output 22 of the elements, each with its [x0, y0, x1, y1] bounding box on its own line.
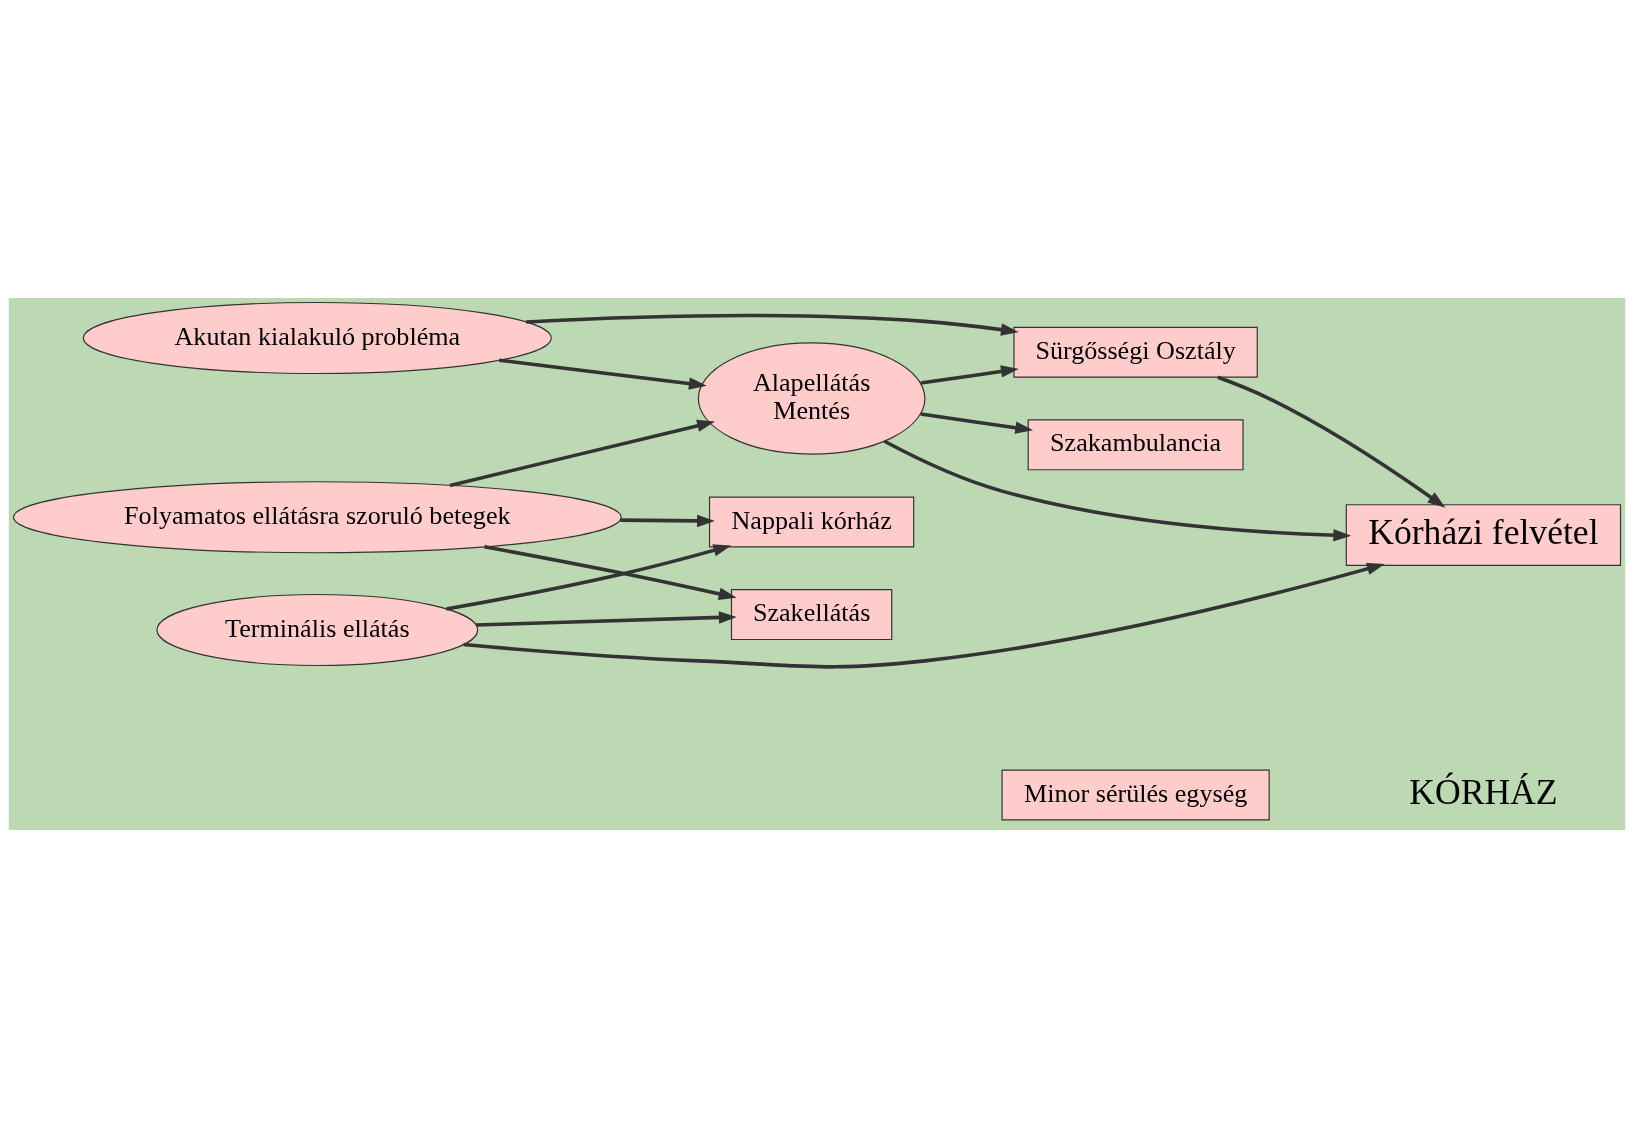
arrow — [920, 411, 1034, 434]
node-box: Sürgősségi Osztály — [1013, 326, 1258, 378]
arrow — [499, 357, 707, 390]
arrow — [476, 610, 737, 627]
arrow — [449, 419, 715, 487]
label: KÓRHÁZ — [1409, 771, 1558, 812]
arrow — [484, 544, 737, 600]
arrow — [620, 514, 715, 527]
arrow — [526, 313, 1019, 336]
node-box: Szakambulancia — [1027, 418, 1244, 470]
node-box: Szakellátás — [730, 588, 893, 640]
arrow — [463, 562, 1385, 669]
node-box: Minor sérülés egység — [1001, 768, 1270, 820]
arrow — [920, 364, 1019, 385]
arrow — [1217, 375, 1446, 508]
node-ellipse: Terminális ellátás — [156, 593, 479, 666]
node-ellipse: Folyamatos ellátásra szoruló betegek — [12, 480, 622, 553]
node-ellipse: Akutan kialakuló probléma — [82, 301, 552, 374]
node-box: Kórházi felvétel — [1345, 503, 1622, 566]
node-box: Nappali kórház — [708, 495, 915, 547]
arrow — [883, 439, 1352, 541]
arrow — [446, 543, 732, 611]
